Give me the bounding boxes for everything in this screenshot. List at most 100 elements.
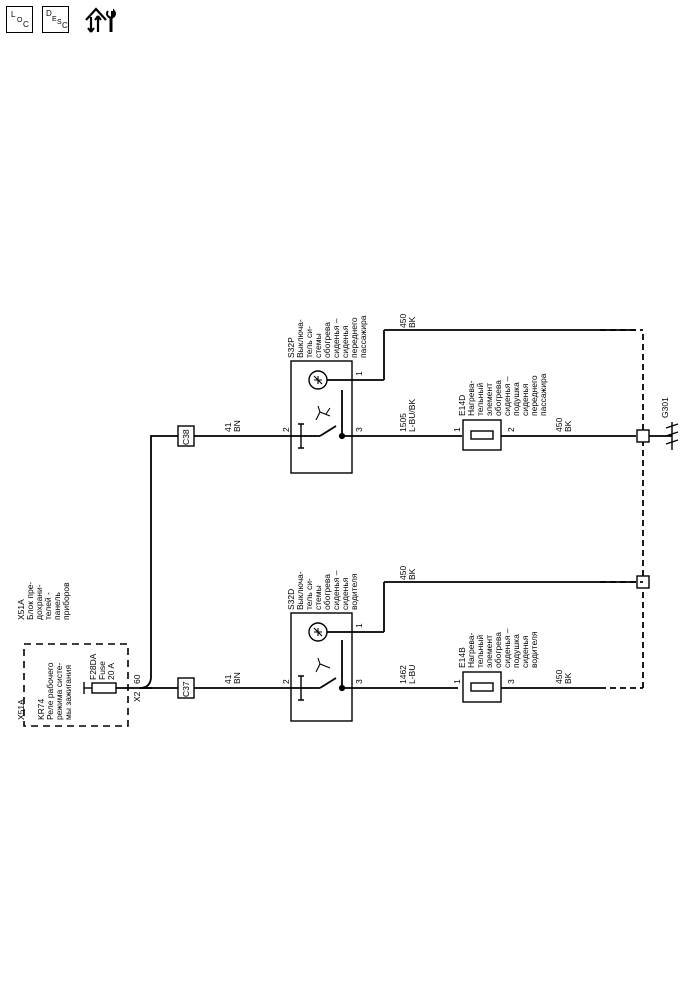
e14d-line-0: E14D	[457, 395, 467, 416]
s32d-line-5: сиденья –	[331, 570, 341, 610]
e14d-line-7: сиденья	[520, 383, 530, 416]
s32d-line-3: стемы	[313, 585, 323, 610]
fuse-line-1: Fuse	[97, 661, 107, 680]
e14b-line-2: тельный	[475, 635, 485, 668]
s32d-line-7: водителя	[349, 573, 359, 610]
s32p-pin-3: 3	[354, 427, 364, 432]
s32d-pin-1: 1	[354, 623, 364, 628]
x51a-line-4: панель	[52, 592, 62, 620]
e14b-line-8: водителя	[529, 631, 539, 668]
led-icon-passenger	[313, 375, 323, 385]
e14b-line-7: сиденья	[520, 635, 530, 668]
desc-letter-c: C	[62, 21, 68, 30]
e14d-line-1: Нагрева-	[466, 380, 476, 416]
wire-450-tl-color: BK	[407, 568, 417, 580]
wire-450-top-left: 450 BK	[398, 566, 417, 580]
x51a-block-label: X51A Блок пре- дохрани- телей - панель п…	[16, 582, 71, 620]
s32d-line-1: Выключа-	[295, 571, 305, 610]
e14b-line-0: E14B	[457, 647, 467, 668]
e14d-pin-2: 2	[506, 427, 516, 432]
wire-1505-color: L-BU/BK	[407, 399, 417, 432]
s32p-line-4: обогрева	[322, 322, 332, 358]
s32p-pin-1: 1	[354, 371, 364, 376]
e14b-line-5: сиденья –	[502, 628, 512, 668]
desc-letter-d: D	[46, 9, 52, 18]
x51a-line-3: телей -	[43, 592, 53, 620]
wire-1505-circuit: 1505	[398, 413, 408, 432]
wire-41-left-color: BN	[232, 672, 242, 684]
s32d-line-4: обогрева	[322, 574, 332, 610]
s32p-line-8: пассажира	[358, 315, 368, 358]
wire-41-right-color: BN	[232, 420, 242, 432]
s32p-line-5: сиденья –	[331, 318, 341, 358]
desc-letter-e: E	[52, 16, 57, 23]
kr74-line-1: Реле рабочего	[45, 662, 55, 720]
e14d-line-6: подушка	[511, 382, 521, 416]
desc-button[interactable]: D E S C	[42, 6, 69, 33]
s32d-pin-2: 2	[281, 679, 291, 684]
kr74-label: KR74 Реле рабочего режима систе- мы зажи…	[36, 662, 73, 720]
repair-button[interactable]	[82, 4, 122, 36]
s32p-pin-2: 2	[281, 427, 291, 432]
seat-heater-icons	[313, 375, 331, 673]
e14b-line-4: обогрева	[493, 632, 503, 668]
x51a-line-5: приборов	[61, 582, 71, 620]
s32p-line-1: Выключа-	[295, 319, 305, 358]
seat-heater-icon-driver	[315, 657, 331, 673]
wire-1462-circuit: 1462	[398, 665, 408, 684]
s32p-label: S32P Выключа- тель си- стемы обогрева си…	[286, 315, 368, 358]
wire-450-bl-circuit: 450	[554, 670, 564, 684]
x2-label: X2	[132, 691, 142, 702]
s32p-line-3: стемы	[313, 333, 323, 358]
seat-heater-icon-passenger	[315, 405, 331, 421]
toolbar: L O C D E S C	[6, 4, 146, 38]
wire-450-tl-circuit: 450	[398, 566, 408, 580]
e14b-pin-1: 1	[452, 679, 462, 684]
kr74-line-3: мы зажигания	[63, 665, 73, 720]
led-icon-driver	[313, 627, 323, 637]
wire-1462-color: L-BU	[407, 665, 417, 684]
c38-label: C38	[181, 429, 191, 445]
wire-450-bl-color: BK	[563, 672, 573, 684]
loc-letter-c: C	[23, 20, 29, 29]
wire-450-br-circuit: 450	[554, 418, 564, 432]
wire-1505: 1505 L-BU/BK	[398, 399, 417, 432]
s32d-label: S32D Выключа- тель си- стемы обогрева си…	[286, 570, 359, 610]
c37-label: C37	[181, 681, 191, 697]
e14d-pin-1: 1	[452, 427, 462, 432]
e14d-line-5: сиденья –	[502, 376, 512, 416]
s32d-line-2: тель си-	[304, 578, 314, 610]
s32d-pin-3: 3	[354, 679, 364, 684]
loc-letter-l: L	[11, 10, 16, 19]
loc-button[interactable]: L O C	[6, 6, 33, 33]
x51a-line-0: X51A	[16, 699, 26, 720]
x51a-line-2: дохрани-	[34, 584, 44, 620]
wire-450-tr-color: BK	[407, 316, 417, 328]
wire-450-bottom-left: 450 BK	[554, 670, 573, 684]
wire-1462: 1462 L-BU	[398, 665, 417, 684]
s32p-line-0: S32P	[286, 337, 296, 358]
wire-450-top-right: 450 BK	[398, 314, 417, 328]
wire-450-tr-circuit: 450	[398, 314, 408, 328]
e14b-line-6: подушка	[511, 634, 521, 668]
e14d-line-3: элемент	[484, 383, 494, 416]
e14d-line-8: переднего	[529, 375, 539, 416]
s32p-line-7: переднего	[349, 317, 359, 358]
e14d-label: E14D Нагрева- тельный элемент обогрева с…	[457, 373, 548, 416]
s32p-line-6: сиденья	[340, 325, 350, 358]
fuse-label: F28DA Fuse 20 A	[88, 653, 116, 680]
e14d-line-9: пассажира	[538, 373, 548, 416]
s32d-line-6: сиденья	[340, 577, 350, 610]
loc-letter-o: O	[17, 17, 23, 24]
fuse-line-2: 20 A	[106, 663, 116, 680]
x51a-label: X51A	[16, 699, 26, 720]
e14d-line-4: обогрева	[493, 380, 503, 416]
pin-60: 60	[132, 674, 142, 684]
e14b-label: E14B Нагрева- тельный элемент обогрева с…	[457, 628, 539, 668]
x51a-title: X51A	[16, 599, 26, 620]
e14b-pin-3: 3	[506, 679, 516, 684]
x51a-line-1: Блок пре-	[25, 582, 35, 620]
kr74-line-0: KR74	[36, 698, 46, 720]
e14d-line-2: тельный	[475, 383, 485, 416]
